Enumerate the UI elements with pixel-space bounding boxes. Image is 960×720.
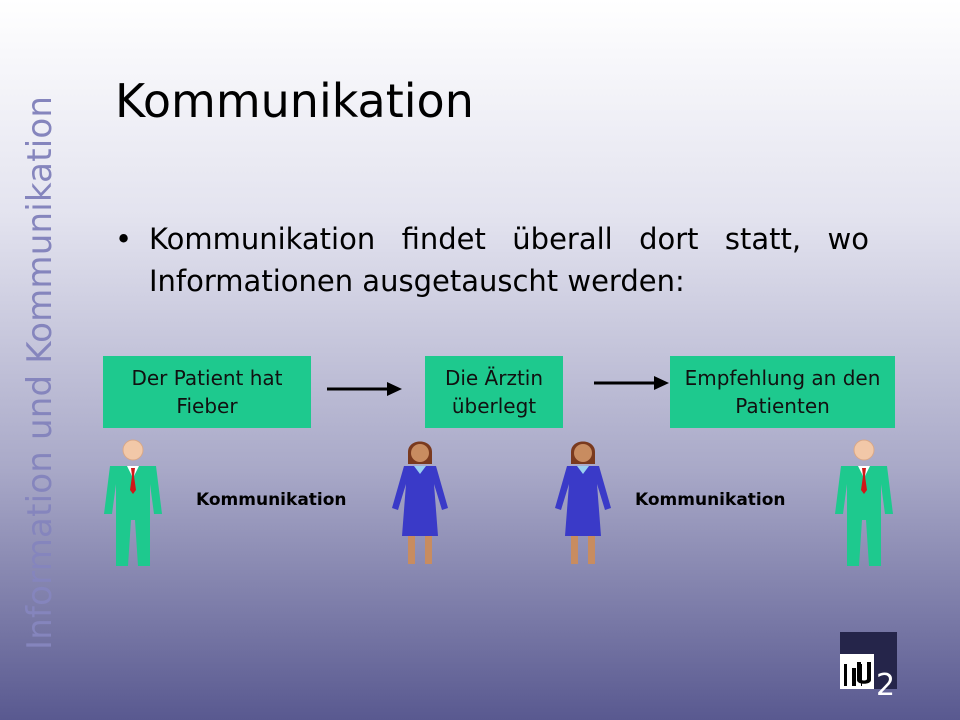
communication-label-right: Kommunikation: [635, 490, 786, 510]
arrow-right-icon: [327, 382, 402, 396]
box-doctor-thinks: Die Ärztin überlegt: [425, 356, 563, 428]
side-title: Information und Kommunikation: [20, 95, 60, 650]
male-patient-icon: [835, 439, 893, 566]
female-doctor-icon: [555, 441, 611, 564]
page-number: 2: [876, 668, 896, 703]
female-doctor-icon: [392, 441, 448, 564]
box-recommendation: Empfehlung an den Patienten: [670, 356, 895, 428]
box-patient-fever: Der Patient hat Fieber: [103, 356, 311, 428]
communication-label-left: Kommunikation: [196, 490, 347, 510]
slide-title: Kommunikation: [115, 74, 474, 128]
male-patient-icon: [104, 439, 162, 566]
university-logo-icon: [840, 632, 897, 689]
bullet-dot: •: [115, 222, 133, 256]
bullet-text: Kommunikation findet überall dort statt,…: [149, 222, 869, 298]
arrow-right-icon: [594, 376, 669, 390]
